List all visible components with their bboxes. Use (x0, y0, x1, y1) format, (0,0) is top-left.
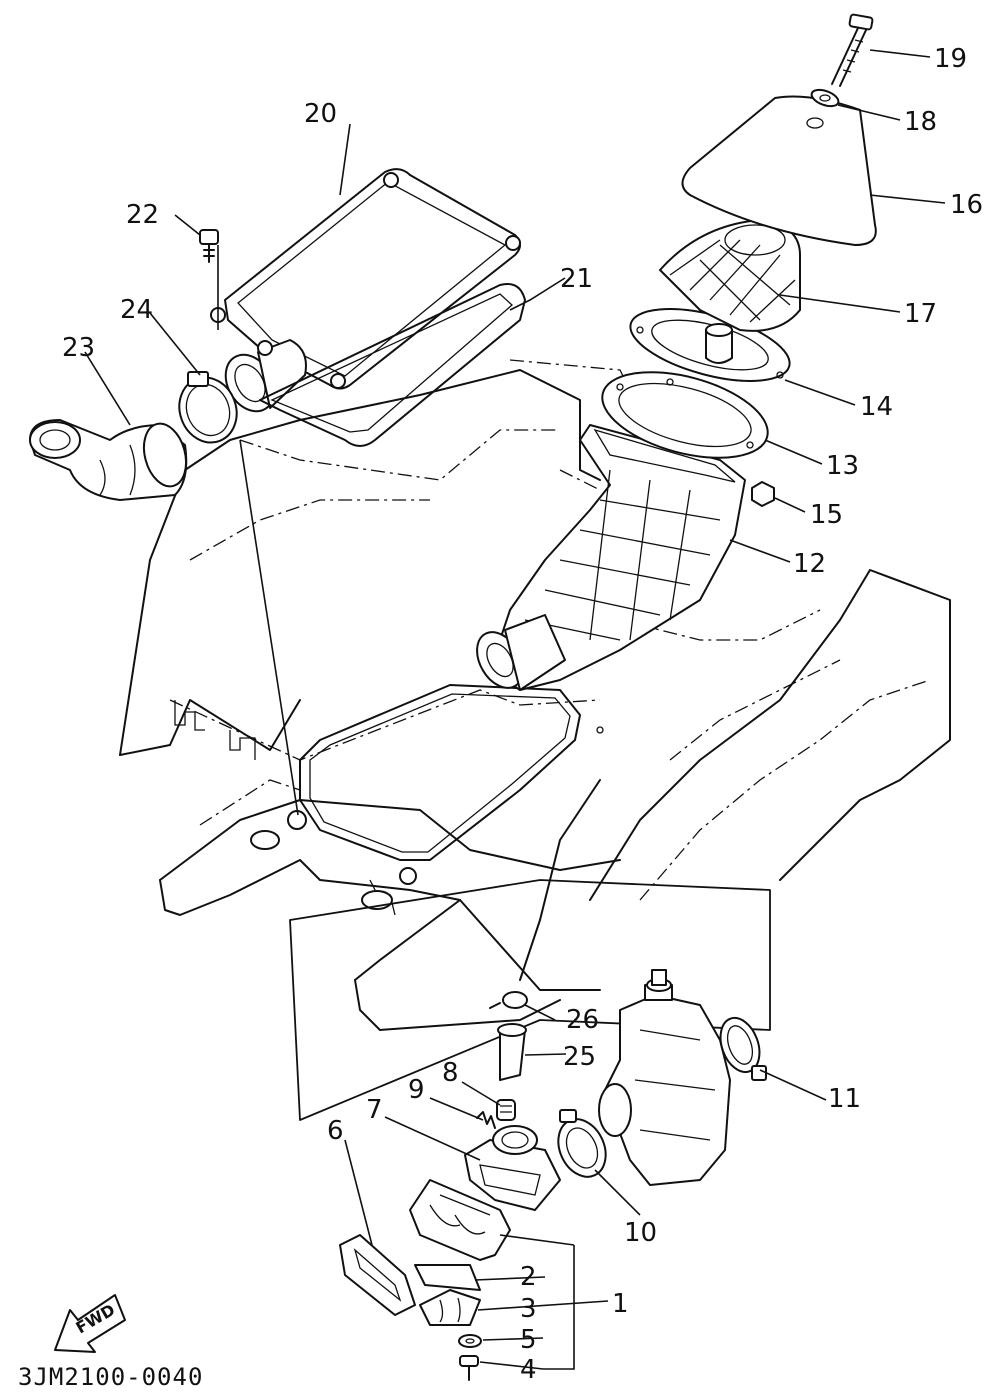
bolt-and-washer (810, 13, 874, 108)
hose-clamp-24 (178, 371, 238, 444)
callout-13: 13 (826, 451, 859, 481)
callout-4: 4 (520, 1355, 537, 1385)
callout-9: 9 (408, 1075, 425, 1105)
airbox-opening (287, 684, 581, 885)
flange-gasket (601, 371, 769, 459)
callout-12: 12 (793, 549, 826, 579)
callout-labels: 19 18 16 17 14 13 15 12 20 21 22 24 23 1… (62, 44, 983, 1385)
carburetor-group-outline (289, 879, 771, 1121)
washer (458, 1334, 482, 1348)
callout-26: 26 (566, 1005, 599, 1035)
callout-21: 21 (560, 264, 593, 294)
fwd-arrow-icon: FWD (54, 1294, 126, 1353)
leader-lines (84, 49, 946, 1370)
callout-17: 17 (904, 299, 937, 329)
callout-16: 16 (950, 190, 983, 220)
cover-screw (199, 229, 219, 263)
reed-valve-block (409, 1179, 511, 1261)
callout-15: 15 (810, 500, 843, 530)
airbox-cover (210, 168, 521, 413)
callout-1: 1 (612, 1289, 629, 1319)
callout-25: 25 (563, 1042, 596, 1072)
callout-11: 11 (828, 1084, 861, 1114)
callout-6: 6 (327, 1116, 344, 1146)
callout-2: 2 (520, 1262, 537, 1292)
carb-hose-clamp (557, 1109, 607, 1178)
rubber-cap (497, 1023, 527, 1081)
callout-23: 23 (62, 333, 95, 363)
flange-nut (751, 481, 775, 507)
callout-5: 5 (520, 1325, 537, 1355)
callout-8: 8 (442, 1058, 459, 1088)
reed-screw (459, 1355, 479, 1381)
reed-stopper-plate (414, 1264, 481, 1291)
reed-valve-housing (464, 1125, 561, 1211)
diagram-code: 3JM2100-0040 (18, 1363, 203, 1391)
carburetor (598, 969, 731, 1186)
cover-gasket (259, 283, 526, 447)
intake-duct (476, 424, 746, 691)
callout-22: 22 (126, 200, 159, 230)
elbow-hose (29, 419, 188, 501)
reed-gasket (339, 1234, 416, 1316)
callout-3: 3 (520, 1294, 537, 1324)
adjust-screw-and-spring (476, 1099, 516, 1129)
carb-clamp (719, 1016, 767, 1081)
callout-24: 24 (120, 295, 153, 325)
callout-7: 7 (366, 1095, 383, 1125)
cone-cover (681, 95, 877, 246)
callout-18: 18 (904, 107, 937, 137)
wire-clip (489, 991, 528, 1009)
callout-14: 14 (860, 392, 893, 422)
callout-19: 19 (934, 44, 967, 74)
callout-10: 10 (624, 1218, 657, 1248)
reed-petal (419, 1289, 481, 1326)
callout-20: 20 (304, 99, 337, 129)
